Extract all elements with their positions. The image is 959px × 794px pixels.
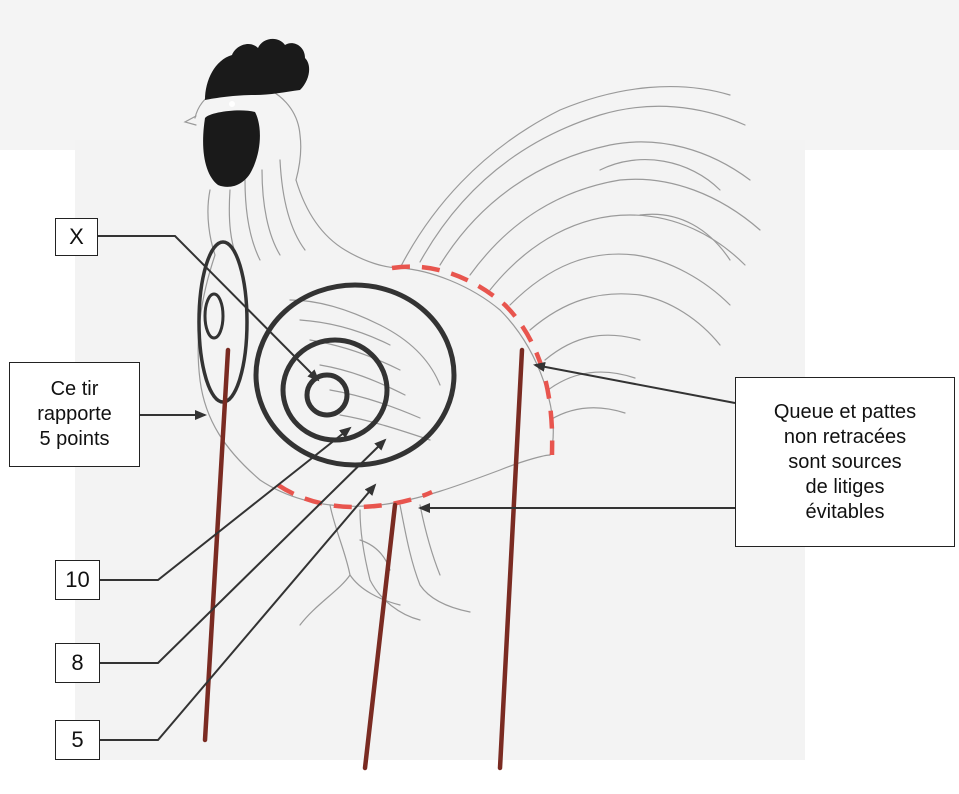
label-x-text: X xyxy=(69,224,84,249)
shot-note-box: Ce tir rapporte 5 points xyxy=(9,362,140,467)
score-8-box: 8 xyxy=(55,643,100,683)
leader-8 xyxy=(100,438,387,664)
dashed-retrace-outline xyxy=(391,264,555,456)
leader-x xyxy=(98,235,320,382)
leader-5 xyxy=(100,483,377,741)
shot-note-text: Ce tir rapporte 5 points xyxy=(37,378,112,450)
stake-rear xyxy=(497,347,525,771)
score-10-text: 10 xyxy=(65,567,90,592)
comb-shape xyxy=(205,38,310,100)
paper-shading xyxy=(75,140,805,760)
retrace-note-text: Queue et pattes non retracées sont sourc… xyxy=(773,400,917,523)
eye xyxy=(229,101,235,107)
chest-inner-ellipse xyxy=(203,292,225,340)
target-ring-5 xyxy=(253,282,457,468)
score-10-box: 10 xyxy=(55,560,100,600)
leader-note-tail xyxy=(533,361,736,404)
score-8-text: 8 xyxy=(71,650,84,675)
leader-lines xyxy=(98,235,736,741)
score-5-text: 5 xyxy=(71,727,84,752)
label-x-box: X xyxy=(55,218,98,256)
target-ring-10 xyxy=(304,372,350,418)
stakes xyxy=(202,347,525,771)
paper-shading xyxy=(0,0,959,150)
stake-front xyxy=(202,347,231,743)
retrace-note-box: Queue et pattes non retracées sont sourc… xyxy=(735,377,955,547)
wattle-shape xyxy=(203,110,260,187)
leader-10 xyxy=(100,426,352,581)
stake-middle xyxy=(362,502,398,771)
score-5-box: 5 xyxy=(55,720,100,760)
